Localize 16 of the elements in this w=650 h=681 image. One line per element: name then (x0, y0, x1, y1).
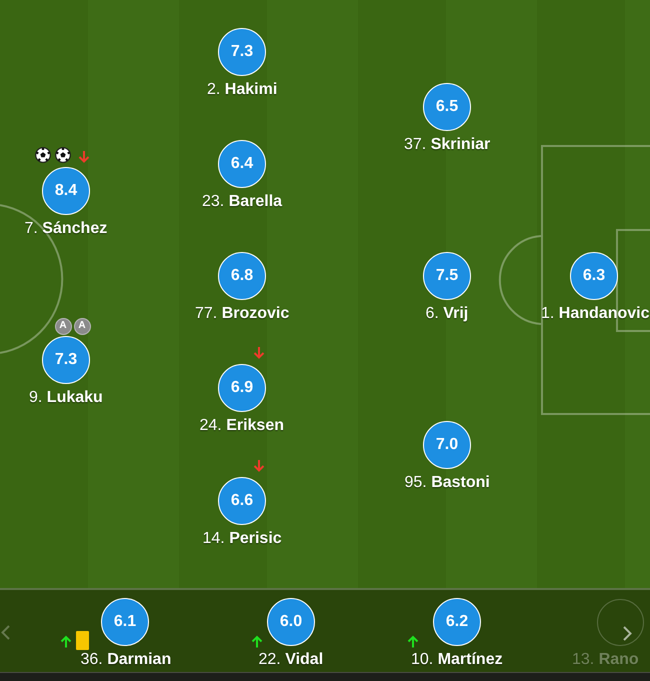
player-name: 1. Handanovic (541, 305, 650, 323)
player-name: 22. Vidal (258, 651, 324, 669)
player-name: 6. Vrij (426, 305, 468, 323)
player-name: 36. Darmian (80, 651, 172, 669)
player-name: 95. Bastoni (404, 474, 490, 492)
player-name: 13. Rano (572, 651, 639, 669)
player-name: 77. Brozovic (195, 305, 290, 323)
player-name: 10. Martínez (411, 651, 503, 669)
player-name: 23. Barella (202, 193, 282, 211)
player-name: 14. Perisic (202, 530, 282, 548)
player-name: 9. Lukaku (29, 389, 103, 407)
empty-player-circle (596, 598, 644, 646)
player-name: 24. Eriksen (200, 417, 284, 435)
player-name: 7. Sánchez (24, 220, 108, 238)
player-name: 37. Skriniar (404, 136, 490, 154)
player-name: 2. Hakimi (207, 81, 278, 99)
